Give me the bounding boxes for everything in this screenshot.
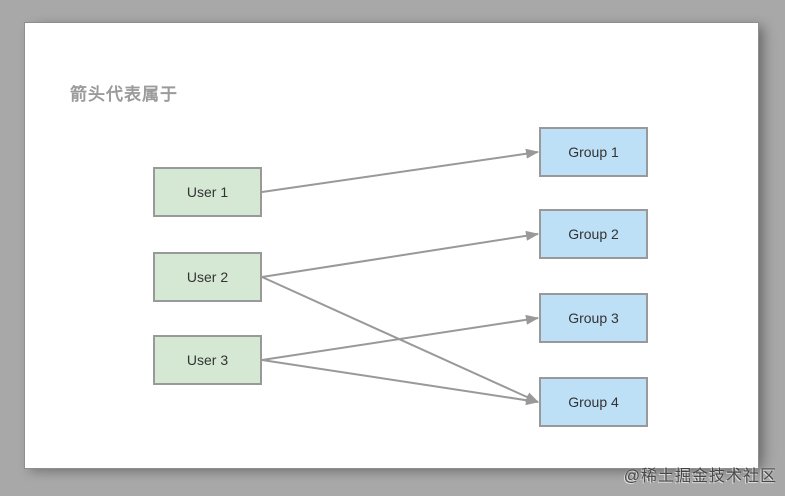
- node-user-2: User 2: [153, 252, 262, 302]
- arrow-user2-to-group2: [261, 230, 539, 278]
- diagram-caption: 箭头代表属于: [70, 85, 178, 104]
- node-label: User 1: [186, 184, 229, 200]
- arrow-user3-to-group4: [261, 359, 539, 406]
- arrow-user3-to-group3: [261, 314, 539, 361]
- node-user-3: User 3: [153, 335, 262, 385]
- node-label: Group 3: [568, 310, 619, 326]
- node-label: Group 2: [568, 226, 619, 242]
- node-group-4: Group 4: [539, 377, 648, 427]
- diagram-canvas: 箭头代表属于 User 1 User 2 User 3 Group 1 Grou…: [25, 23, 758, 468]
- node-label: Group 1: [568, 144, 619, 160]
- node-group-3: Group 3: [539, 293, 648, 343]
- watermark: @稀土掘金技术社区: [623, 468, 777, 485]
- node-label: Group 4: [568, 394, 619, 410]
- node-group-1: Group 1: [539, 127, 648, 177]
- node-label: User 2: [186, 269, 229, 285]
- node-group-2: Group 2: [539, 209, 648, 259]
- node-label: User 3: [186, 352, 229, 368]
- arrow-user2-to-group4: [261, 276, 539, 403]
- arrow-user1-to-group1: [261, 148, 539, 193]
- node-user-1: User 1: [153, 167, 262, 217]
